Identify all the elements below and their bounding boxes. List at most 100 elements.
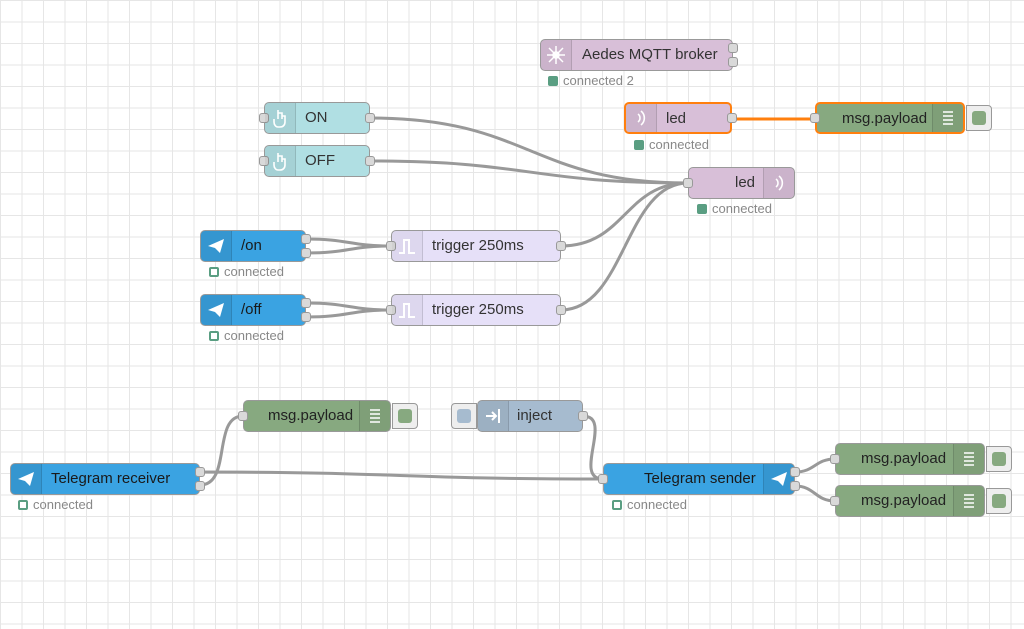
status-indicator [634,140,644,150]
input-port[interactable] [810,113,820,123]
pulse-icon [392,231,423,261]
wire [369,159,689,185]
debug-toggle-button[interactable] [392,403,418,429]
output-port[interactable] [728,57,738,67]
node-status: connected 2 [548,73,634,88]
output-port[interactable] [727,113,737,123]
wire [199,414,244,487]
pulse-icon [392,295,423,325]
telegram-receiver-node[interactable]: Telegram receiver [10,463,205,495]
inject-node[interactable]: inject [477,400,588,432]
broker-icon [541,40,572,70]
wire [199,470,604,481]
wire [560,181,689,312]
mqtt-out-led-node[interactable]: led [683,167,795,199]
debug-node[interactable]: msg.payload [810,102,965,134]
node-label: trigger 250ms [432,301,524,318]
output-port[interactable] [195,467,205,477]
status-indicator [209,331,219,341]
wire [794,484,836,503]
input-port[interactable] [238,411,248,421]
dashboard-button-on-node[interactable]: ON [259,102,375,134]
node-label: /off [241,301,262,318]
node-label: msg.payload [861,492,947,509]
node-label: Telegram receiver [51,470,171,487]
node-label: inject [517,407,553,424]
telegram-command-off-node[interactable]: /off [200,294,311,326]
output-port[interactable] [301,312,311,322]
node-label: Aedes MQTT broker [582,46,718,63]
output-port[interactable] [301,298,311,308]
paper-plane-icon [201,231,232,261]
debug-node[interactable]: msg.payload [830,485,985,517]
output-port[interactable] [728,43,738,53]
node-label: msg.payload [268,407,354,424]
node-status: connected [612,497,687,512]
hand-pointer-icon [265,146,296,176]
input-port[interactable] [386,241,396,251]
wire [794,457,836,474]
node-label: ON [305,109,328,126]
status-indicator [697,204,707,214]
output-port[interactable] [365,113,375,123]
node-label: led [666,110,687,127]
paper-plane-icon [763,464,794,494]
node-label: /on [241,237,262,254]
node-status: connected [209,264,284,279]
output-port[interactable] [556,241,566,251]
node-status: connected [634,137,709,152]
trigger-node[interactable]: trigger 250ms [386,230,566,262]
input-port[interactable] [683,178,693,188]
input-port[interactable] [259,156,269,166]
radio-waves-icon [763,168,794,198]
debug-node[interactable]: msg.payload [830,443,985,475]
hand-pointer-icon [265,103,296,133]
wire [582,414,604,481]
node-label: OFF [305,152,335,169]
paper-plane-icon [201,295,232,325]
output-port[interactable] [301,248,311,258]
status-indicator [18,500,28,510]
output-port[interactable] [556,305,566,315]
wire [305,308,392,319]
paper-plane-icon [11,464,42,494]
debug-toggle-button[interactable] [986,446,1012,472]
input-port[interactable] [259,113,269,123]
input-port[interactable] [830,454,840,464]
radio-waves-icon [626,104,657,132]
debug-toggle-button[interactable] [986,488,1012,514]
node-label: led [735,174,756,191]
list-lines-icon [359,401,390,431]
trigger-node[interactable]: trigger 250ms [386,294,566,326]
node-label: Telegram sender [644,470,756,487]
mqtt-in-led-node[interactable]: led [624,102,737,134]
node-status: connected [209,328,284,343]
list-lines-icon [953,486,984,516]
output-port[interactable] [578,411,588,421]
telegram-sender-node[interactable]: Telegram sender [598,463,800,495]
output-port[interactable] [301,234,311,244]
status-indicator [612,500,622,510]
output-port[interactable] [790,481,800,491]
dashboard-button-off-node[interactable]: OFF [259,145,375,177]
status-indicator [548,76,558,86]
input-port[interactable] [386,305,396,315]
output-port[interactable] [365,156,375,166]
output-port[interactable] [195,481,205,491]
node-label: msg.payload [842,110,928,127]
aedes-broker-node[interactable]: Aedes MQTT broker [540,39,738,71]
debug-node[interactable]: msg.payload [238,400,391,432]
output-port[interactable] [790,467,800,477]
inject-trigger-button[interactable] [451,403,477,429]
node-label: msg.payload [861,450,947,467]
node-label: trigger 250ms [432,237,524,254]
wire [305,244,392,255]
input-port[interactable] [598,474,608,484]
wire [305,237,392,248]
status-indicator [209,267,219,277]
input-port[interactable] [830,496,840,506]
telegram-command-on-node[interactable]: /on [200,230,311,262]
list-lines-icon [953,444,984,474]
list-lines-icon [932,104,963,132]
debug-toggle-button[interactable] [966,105,992,131]
